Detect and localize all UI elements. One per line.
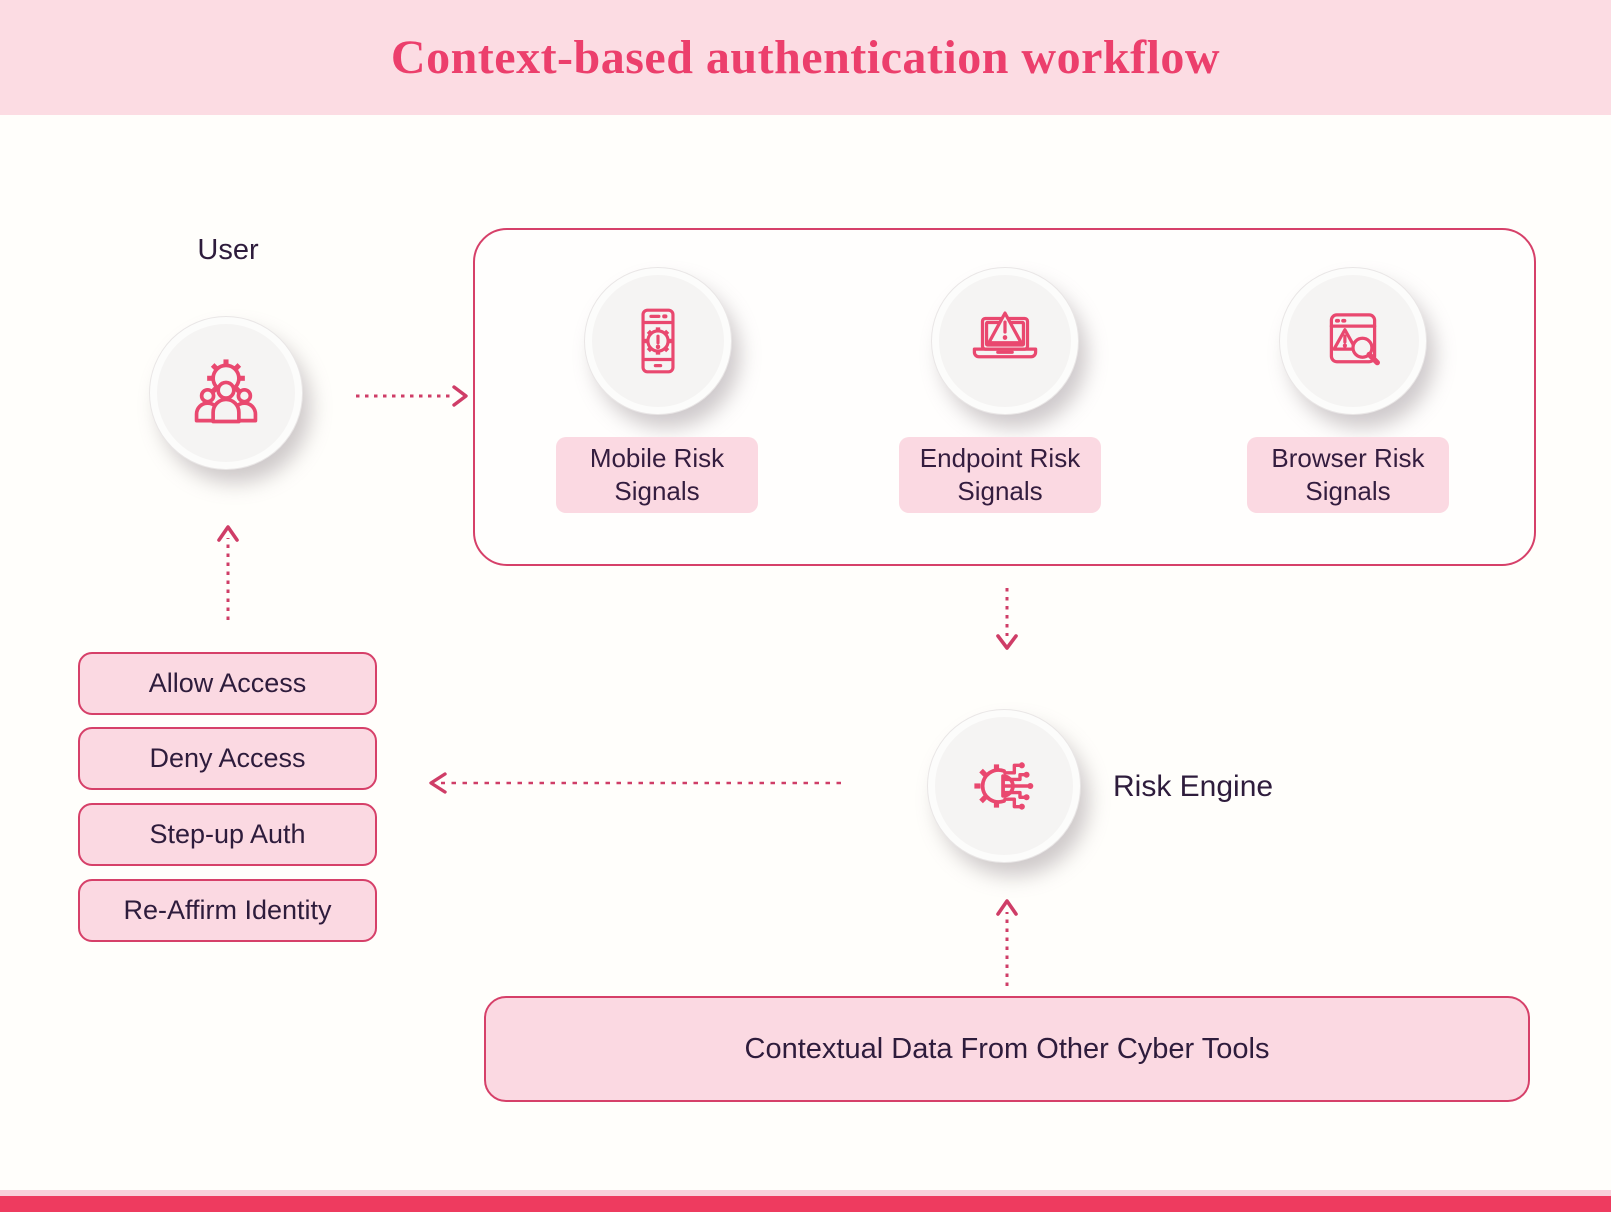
outcome-step-up-auth: Step-up Auth: [78, 803, 377, 866]
footer-accent-line: [0, 1190, 1611, 1196]
mobile-gear-alert-icon: [641, 308, 675, 374]
user-label: User: [197, 234, 259, 266]
arrow-context-to-engine: [996, 899, 1018, 986]
page-title: Context-based authentication workflow: [390, 31, 1221, 84]
outcome-allow-access: Allow Access: [78, 652, 377, 715]
risk-engine-label: Risk Engine: [1113, 770, 1274, 803]
endpoint-signal-node: [932, 268, 1078, 414]
endpoint-risk-signals-label: Endpoint Risk Signals: [899, 437, 1101, 513]
laptop-alert-icon: [972, 311, 1038, 359]
risk-engine-node: [928, 710, 1080, 862]
browser-signal-node: [1280, 268, 1426, 414]
users-gear-icon: [194, 359, 258, 424]
browser-alert-search-icon: [1329, 313, 1380, 366]
context-data-box: Contextual Data From Other Cyber Tools: [484, 996, 1530, 1102]
mobile-risk-signals-label: Mobile Risk Signals: [556, 437, 758, 513]
browser-risk-signals-label: Browser Risk Signals: [1247, 437, 1449, 513]
gear-circuit-icon: [974, 762, 1034, 810]
outcome-re-affirm-identity: Re-Affirm Identity: [78, 879, 377, 942]
arrow-outcomes-to-user: [217, 525, 239, 620]
arrow-signals-to-engine: [996, 588, 1018, 650]
footer-bar: [0, 1196, 1611, 1212]
user-node: [150, 317, 302, 469]
mobile-signal-node: [585, 268, 731, 414]
arrow-engine-to-outcomes: [429, 772, 841, 794]
header-band: [0, 0, 1611, 115]
arrow-user-to-signals: [356, 385, 468, 407]
outcome-deny-access: Deny Access: [78, 727, 377, 790]
